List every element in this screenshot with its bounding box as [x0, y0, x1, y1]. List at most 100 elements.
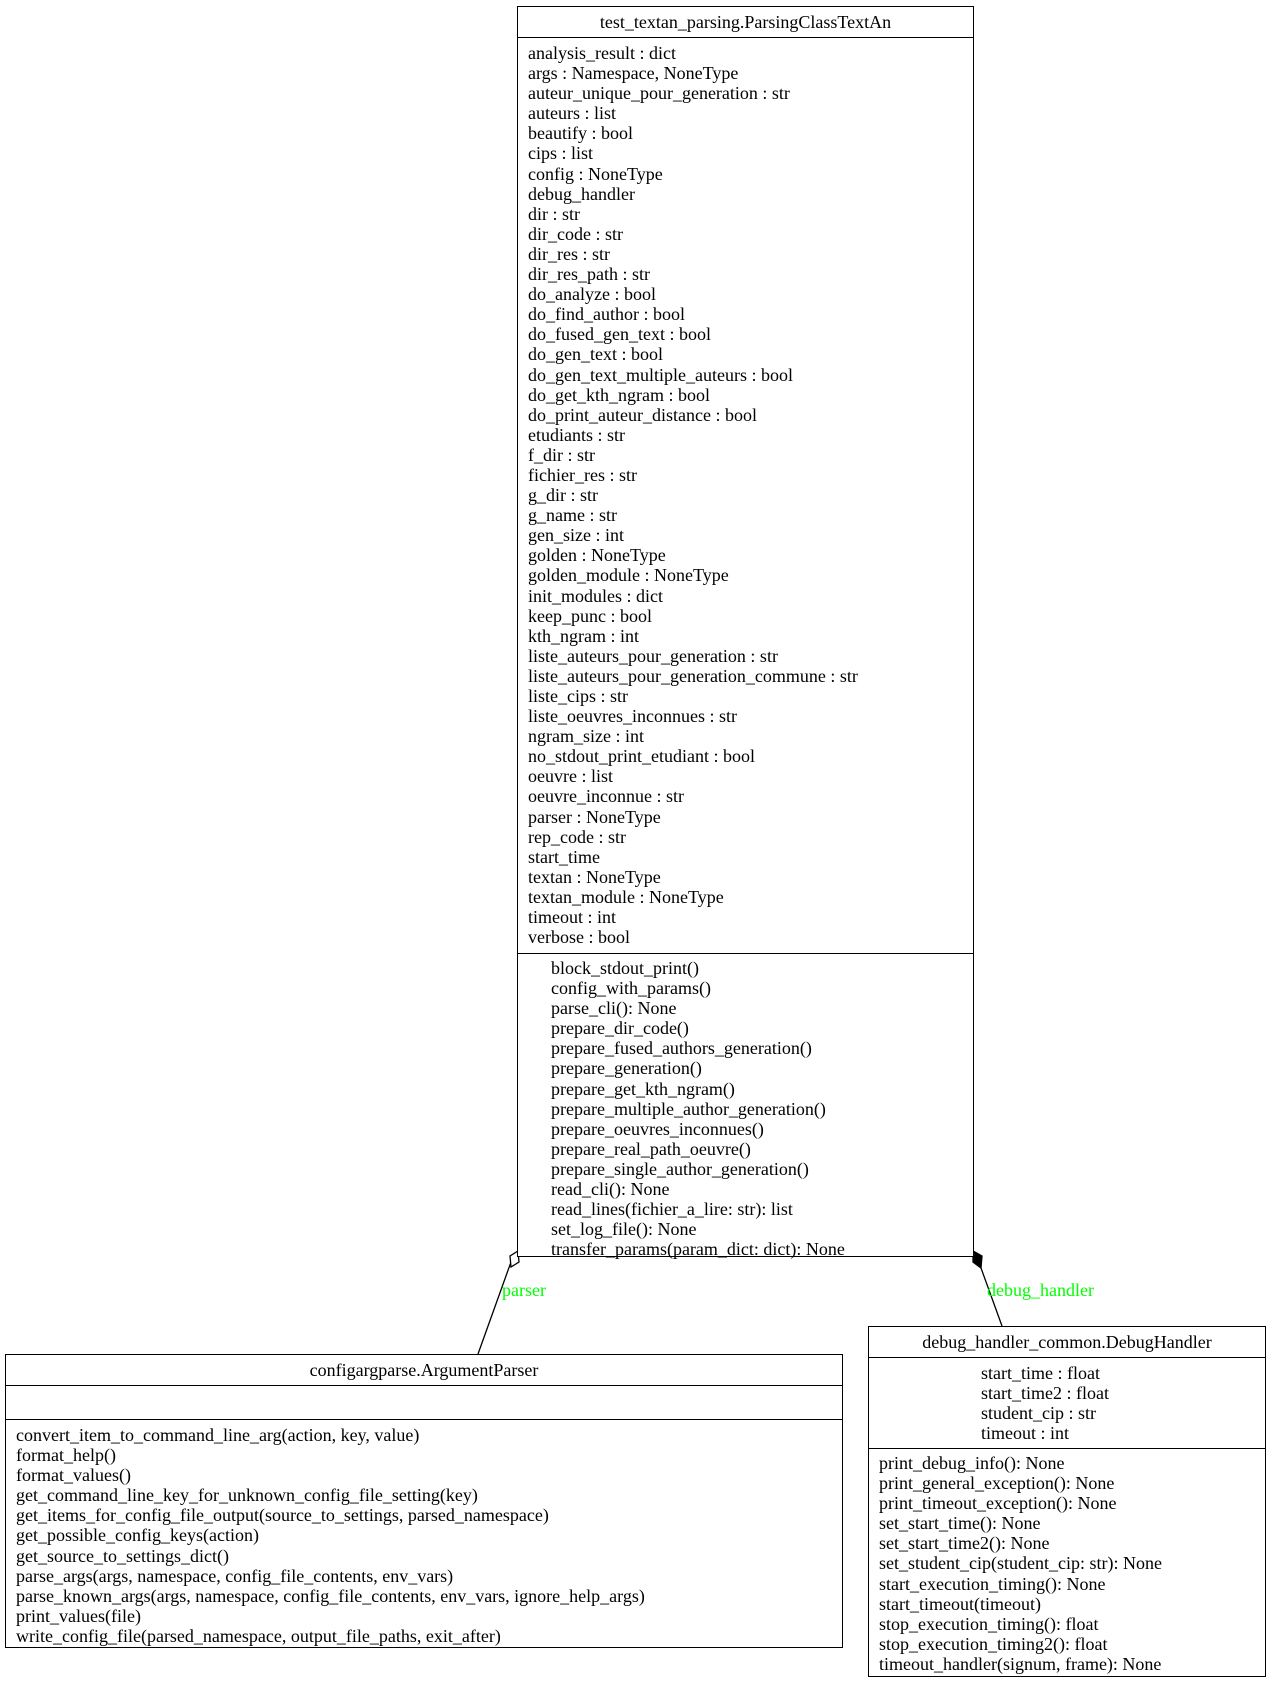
attribute-line: liste_oeuvres_inconnues : str	[528, 706, 737, 727]
method-line: start_timeout(timeout)	[879, 1593, 1041, 1614]
method-line: set_start_time2(): None	[879, 1533, 1050, 1554]
method-line: get_items_for_config_file_output(source_…	[16, 1505, 549, 1526]
attribute-line: textan_module : NoneType	[528, 886, 724, 907]
attribute-line: do_analyze : bool	[528, 284, 656, 305]
attribute-line: liste_cips : str	[528, 686, 628, 706]
attribute-line: golden : NoneType	[528, 545, 666, 566]
debug-handler-edge	[980, 1267, 1003, 1327]
attribute-line: do_get_kth_ngram : bool	[528, 384, 710, 405]
attribute-line: start_time2 : float	[981, 1383, 1109, 1404]
attribute-line: do_fused_gen_text : bool	[528, 324, 711, 345]
attribute-line: textan : NoneType	[528, 866, 661, 887]
attribute-line: rep_code : str	[528, 826, 626, 847]
method-line: prepare_single_author_generation()	[551, 1158, 809, 1179]
attribute-line: start_time	[528, 846, 600, 867]
attribute-line: auteur_unique_pour_generation : str	[528, 83, 790, 104]
class-name: configargparse.ArgumentParser	[6, 1355, 842, 1386]
method-line: print_values(file)	[16, 1605, 141, 1626]
attribute-line: debug_handler	[528, 183, 635, 204]
method-line: print_debug_info(): None	[879, 1453, 1065, 1473]
attribute-line: liste_auteurs_pour_generation : str	[528, 645, 778, 666]
method-line: format_values()	[16, 1465, 131, 1486]
method-line: read_lines(fichier_a_lire: str): list	[551, 1199, 793, 1220]
attribute-line: timeout : int	[528, 907, 616, 928]
method-line: get_source_to_settings_dict()	[16, 1545, 229, 1566]
edge-label-parser: parser	[502, 1280, 546, 1300]
attribute-line: oeuvre : list	[528, 766, 613, 787]
method-line: prepare_get_kth_ngram()	[551, 1078, 735, 1099]
attribute-line: dir : str	[528, 203, 580, 224]
attribute-line: args : Namespace, NoneType	[528, 63, 739, 84]
attribute-line: etudiants : str	[528, 424, 625, 445]
method-line: prepare_generation()	[551, 1058, 702, 1079]
method-line: set_start_time(): None	[879, 1513, 1041, 1534]
attribute-line: oeuvre_inconnue : str	[528, 786, 684, 807]
attribute-line: dir_code : str	[528, 223, 623, 244]
composition-diamond-icon	[972, 1249, 983, 1270]
attribute-line: do_find_author : bool	[528, 304, 685, 325]
attribute-line: liste_auteurs_pour_generation_commune : …	[528, 665, 858, 686]
attribute-line: dir_res_path : str	[528, 264, 650, 285]
attribute-line: student_cip : str	[981, 1403, 1096, 1424]
attribute-line: do_print_auteur_distance : bool	[528, 404, 757, 425]
attribute-line: cips : list	[528, 143, 594, 164]
attribute-line: verbose : bool	[528, 927, 630, 948]
attribute-line: golden_module : NoneType	[528, 565, 729, 586]
method-line: parse_cli(): None	[551, 998, 677, 1019]
method-line: stop_execution_timing(): float	[879, 1613, 1099, 1634]
method-line: set_log_file(): None	[551, 1219, 697, 1240]
attributes-section	[6, 1386, 842, 1419]
methods-section: block_stdout_print()config_with_params()…	[518, 953, 973, 1264]
attribute-line: do_gen_text : bool	[528, 344, 663, 365]
attribute-line: gen_size : int	[528, 525, 624, 546]
method-line: set_student_cip(student_cip: str): None	[879, 1553, 1162, 1574]
attribute-line: g_name : str	[528, 505, 617, 526]
method-line: prepare_real_path_oeuvre()	[551, 1138, 751, 1159]
attribute-line: config : NoneType	[528, 163, 663, 184]
parser-edge	[477, 1261, 512, 1355]
method-line: get_command_line_key_for_unknown_config_…	[16, 1485, 478, 1506]
method-line: write_config_file(parsed_namespace, outp…	[16, 1625, 501, 1646]
class-name: test_textan_parsing.ParsingClassTextAn	[518, 7, 973, 38]
attribute-line: dir_res : str	[528, 243, 610, 264]
attribute-line: start_time : float	[981, 1363, 1100, 1383]
method-line: prepare_multiple_author_generation()	[551, 1098, 826, 1119]
attribute-line: no_stdout_print_etudiant : bool	[528, 746, 755, 767]
attribute-line: parser : NoneType	[528, 806, 661, 827]
method-line: format_help()	[16, 1445, 116, 1466]
attribute-line: fichier_res : str	[528, 464, 637, 485]
method-line: start_execution_timing(): None	[879, 1573, 1106, 1594]
class-parsing-class-textan: test_textan_parsing.ParsingClassTextAn a…	[517, 6, 974, 1259]
attribute-line: analysis_result : dict	[528, 43, 676, 63]
method-line: block_stdout_print()	[551, 958, 699, 978]
method-line: print_timeout_exception(): None	[879, 1493, 1117, 1514]
method-line: transfer_params(param_dict: dict): None	[551, 1239, 845, 1260]
method-line: convert_item_to_command_line_arg(action,…	[16, 1425, 420, 1445]
attribute-line: f_dir : str	[528, 444, 595, 465]
method-line: timeout_handler(signum, frame): None	[879, 1653, 1162, 1674]
method-line: read_cli(): None	[551, 1179, 670, 1200]
attribute-line: g_dir : str	[528, 485, 598, 506]
attribute-line: do_gen_text_multiple_auteurs : bool	[528, 364, 793, 385]
aggregation-diamond-icon	[509, 1249, 520, 1269]
method-line: prepare_oeuvres_inconnues()	[551, 1118, 764, 1139]
attribute-line: auteurs : list	[528, 103, 616, 124]
attribute-line: init_modules : dict	[528, 585, 663, 606]
class-debug-handler: debug_handler_common.DebugHandler start_…	[868, 1326, 1266, 1677]
attribute-line: beautify : bool	[528, 123, 633, 144]
edge-label-debug-handler: debug_handler	[987, 1280, 1094, 1300]
class-argument-parser: configargparse.ArgumentParser convert_it…	[5, 1354, 843, 1648]
class-name: debug_handler_common.DebugHandler	[869, 1327, 1265, 1358]
method-line: get_possible_config_keys(action)	[16, 1525, 259, 1546]
attribute-line: ngram_size : int	[528, 726, 644, 747]
attribute-line: keep_punc : bool	[528, 605, 652, 626]
attribute-line: timeout : int	[981, 1423, 1069, 1444]
method-line: prepare_fused_authors_generation()	[551, 1038, 812, 1059]
attribute-line: kth_ngram : int	[528, 625, 639, 646]
method-line: parse_args(args, namespace, config_file_…	[16, 1565, 454, 1586]
